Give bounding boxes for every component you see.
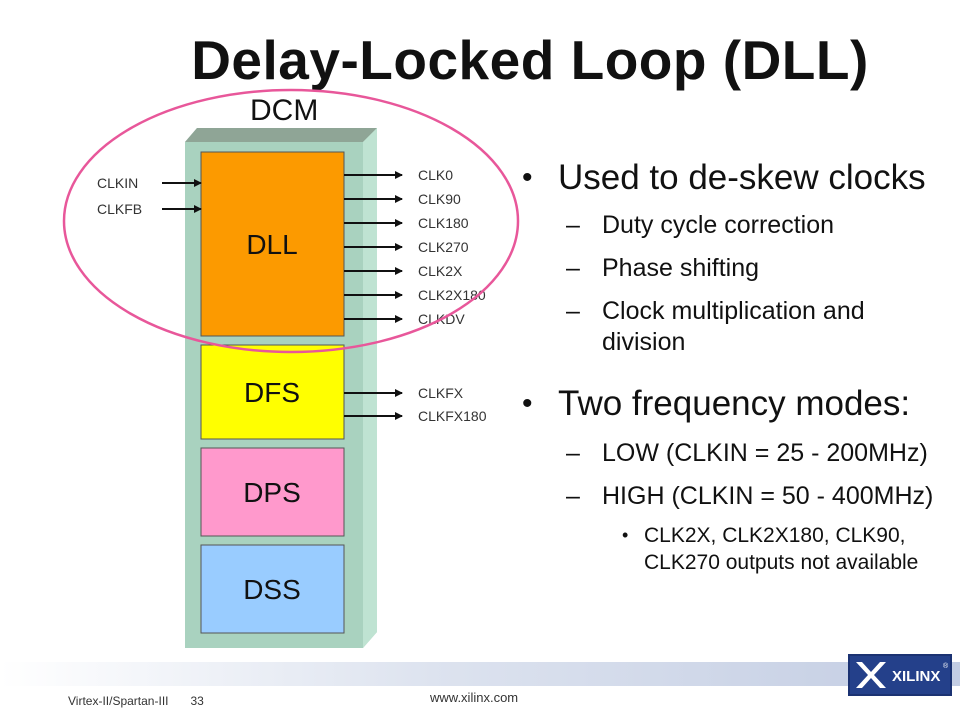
logo-text: XILINX xyxy=(892,668,940,685)
sub-bullet-item: –Phase shifting xyxy=(566,254,760,282)
dll-block xyxy=(200,151,345,337)
dfs-label: DFS xyxy=(244,377,300,408)
dps-label: DPS xyxy=(243,477,301,508)
bullet-item: •Used to de-skew clocks xyxy=(522,158,926,197)
dcm-top-face xyxy=(185,128,377,142)
dfs-block xyxy=(200,344,345,440)
sub-sub-bullet-item: •CLK2X, CLK2X180, CLK90, CLK270 outputs … xyxy=(622,524,919,574)
page-number: 33 xyxy=(190,694,204,708)
xilinx-x-mark-icon xyxy=(856,662,886,688)
bullet-item: •Two frequency modes: xyxy=(522,384,911,423)
output-label: CLK180 xyxy=(418,215,469,231)
input-label: CLKFB xyxy=(97,201,142,217)
dll-highlight-ellipse xyxy=(62,88,520,354)
sub-bullet-item: –LOW (CLKIN = 25 - 200MHz) xyxy=(566,439,928,467)
sub-bullet-item: –Duty cycle correction xyxy=(566,211,835,239)
dcm-side-face xyxy=(363,128,377,648)
output-label: CLK90 xyxy=(418,191,461,207)
sub-bullet-item: –Clock multiplication and division xyxy=(566,297,865,356)
output-label: CLK270 xyxy=(418,239,469,255)
dps-block xyxy=(200,447,345,537)
dss-label: DSS xyxy=(243,574,301,605)
slide-title: Delay-Locked Loop (DLL) xyxy=(191,29,869,91)
input-label: CLKIN xyxy=(97,175,138,191)
registered-mark: ® xyxy=(943,662,949,670)
output-label: CLKFX xyxy=(418,385,464,401)
output-label: CLK2X xyxy=(418,263,463,279)
dss-block xyxy=(200,544,345,634)
footer-url: www.xilinx.com xyxy=(430,690,519,705)
dll-label: DLL xyxy=(246,229,297,260)
sub-bullet-item: –HIGH (CLKIN = 50 - 400MHz) xyxy=(566,482,934,510)
output-label: CLK2X180 xyxy=(418,287,486,303)
footer-band xyxy=(0,662,960,686)
bullet-list: •Used to de-skew clocks –Duty cycle corr… xyxy=(520,150,950,576)
xilinx-logo: XILINX ® xyxy=(848,654,952,696)
output-label: CLK0 xyxy=(418,167,453,183)
output-label: CLKFX180 xyxy=(418,408,487,424)
dcm-label: DCM xyxy=(250,94,319,127)
